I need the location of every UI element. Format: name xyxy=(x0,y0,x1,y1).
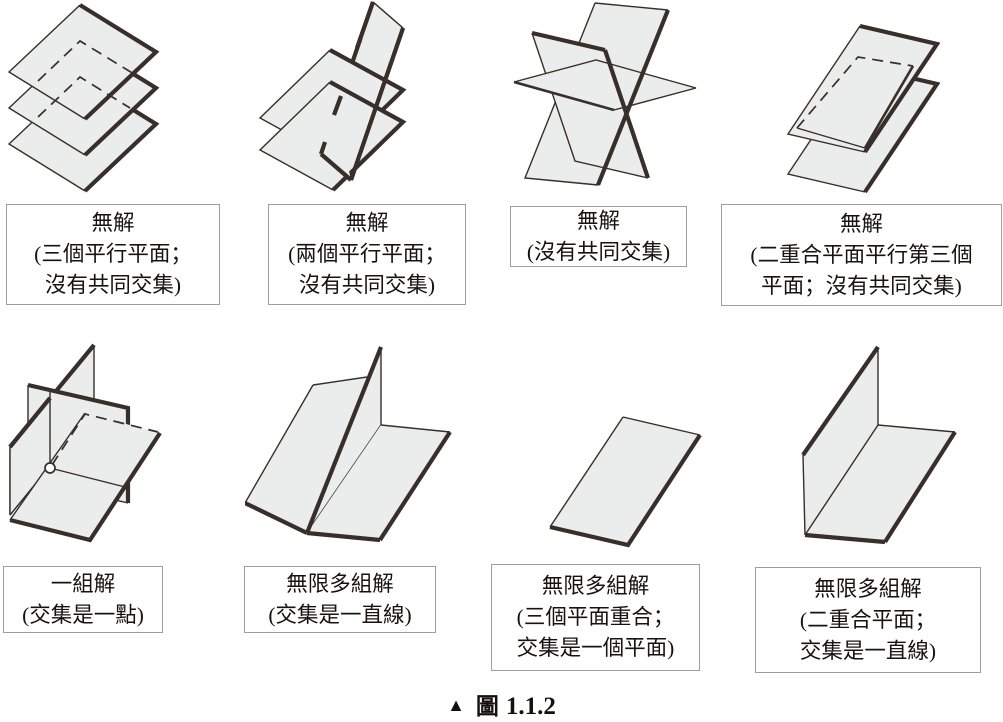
figure-line-intersection-fan xyxy=(245,346,452,543)
figure-point-intersection xyxy=(8,343,162,543)
label-line: 無限多組解 xyxy=(814,576,922,601)
label-line: (三個平行平面； xyxy=(34,242,192,266)
label-line: 無解 xyxy=(91,211,135,235)
label-line: 無限多組解 xyxy=(541,574,650,598)
label-box-one-solution-point: 一組解 (交集是一點) xyxy=(3,566,163,633)
figure-three-coincident-planes xyxy=(549,416,702,548)
hidden-edge-bottom-sheet xyxy=(37,75,131,118)
label-line: (交集是一直線) xyxy=(268,602,412,627)
figure-no-common-intersection xyxy=(513,2,697,186)
label-line: 無解 xyxy=(576,208,620,233)
figure-two-coincident-crossing-line xyxy=(801,345,957,545)
left-half-plane xyxy=(245,376,368,535)
caption-triangle-marker: ▲ xyxy=(447,695,465,715)
coincident-second-plane-edges xyxy=(796,56,915,149)
label-line: 交集是一個平面) xyxy=(516,636,675,660)
label-line: 沒有共同交集) xyxy=(44,273,182,297)
label-box-infinite-line: 無限多組解 (交集是一直線) xyxy=(244,566,436,633)
hidden-edge-middle-sheet xyxy=(37,39,135,82)
label-line: 沒有共同交集) xyxy=(298,273,436,297)
label-box-infinite-two-coincident: 無限多組解 (二重合平面； 交集是一直線) xyxy=(755,567,981,673)
label-box-no-solution-2-parallel: 無解 (兩個平行平面； 沒有共同交集) xyxy=(268,204,466,305)
right-half-plane xyxy=(306,424,452,543)
label-line: 一組解 xyxy=(50,571,116,596)
label-box-no-solution-no-common: 無解 (沒有共同交集) xyxy=(510,206,687,267)
common-line-fold xyxy=(804,424,879,536)
caption-figure-word: 圖 xyxy=(475,694,499,719)
label-line: 平面；沒有共同交集) xyxy=(761,273,962,298)
label-line: (三個平面重合； xyxy=(516,605,675,629)
figure-three-parallel-planes xyxy=(7,3,160,193)
horizontal-plane xyxy=(513,59,697,112)
figure-two-parallel-planes-crossed xyxy=(258,1,407,192)
crossing-edges xyxy=(531,9,670,186)
common-line-spine xyxy=(305,346,383,534)
label-line: 交集是一直線) xyxy=(799,638,937,663)
label-line: 無限多組解 xyxy=(286,571,394,596)
label-box-infinite-plane: 無限多組解 (三個平面重合； 交集是一個平面) xyxy=(491,564,700,671)
label-line: 無解 xyxy=(345,211,389,235)
hidden-intersection-lines xyxy=(51,413,159,466)
label-line: (兩個平行平面； xyxy=(288,242,446,266)
label-line: (沒有共同交集) xyxy=(526,239,671,264)
coincident-pair-sheet xyxy=(786,23,941,154)
intersection-line-visible-horizontal xyxy=(49,467,126,488)
intersection-point-marker xyxy=(44,462,56,474)
coincident-plane-sheet xyxy=(549,416,702,548)
label-line: (二重合平面平行第三個 xyxy=(750,242,973,267)
crossing-plane-front-parts xyxy=(319,1,405,182)
caption-figure-number: 1.1.2 xyxy=(505,693,556,720)
label-line: (交集是一點) xyxy=(22,602,144,627)
label-line: (二重合平面； xyxy=(799,607,937,632)
figure-two-coincident-parallel-third xyxy=(786,23,941,194)
label-line: 無解 xyxy=(839,211,883,236)
label-box-no-solution-3-parallel: 無解 (三個平行平面； 沒有共同交集) xyxy=(6,204,220,305)
vertical-page xyxy=(801,345,880,536)
label-box-no-solution-coincident-parallel: 無解 (二重合平面平行第三個 平面；沒有共同交集) xyxy=(721,204,1002,306)
horizontal-page xyxy=(804,424,957,545)
plane-sheet-top xyxy=(7,3,160,121)
